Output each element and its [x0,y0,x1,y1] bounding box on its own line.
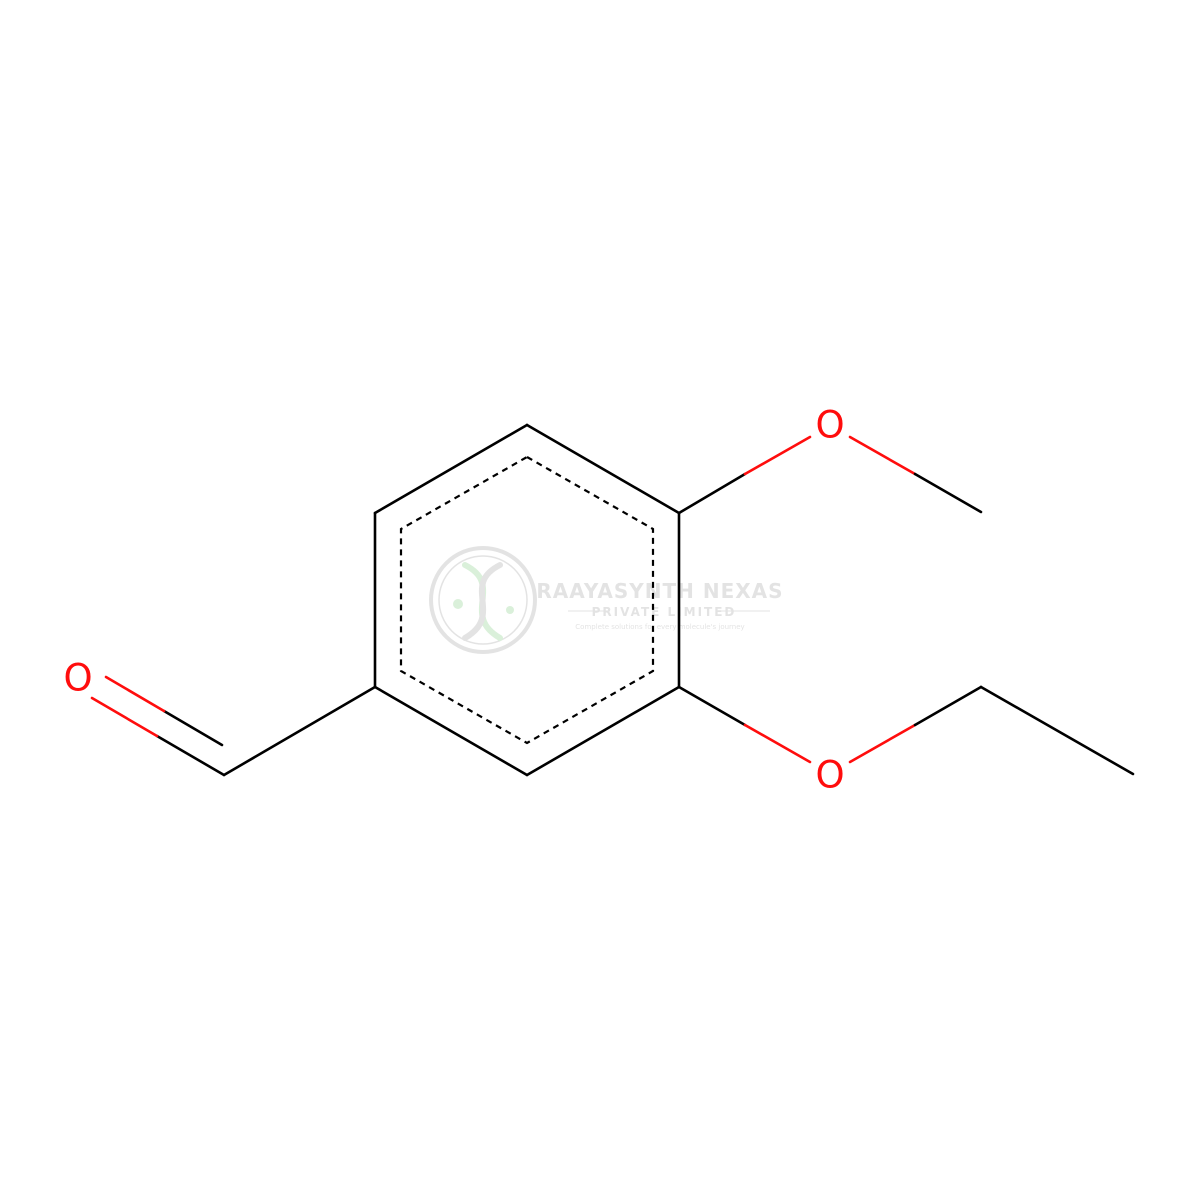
benzene-ring [373,423,681,777]
bond-carbonyl-second [162,709,224,747]
bond-carbonyl-second [104,675,166,713]
bond-ring-to-o [743,435,812,476]
bond-o-to-ch2 [913,685,983,727]
ring-bond [373,685,529,777]
watermark: RAAYASYNTH NEXAS PRIVATE LIMITED Complet… [429,546,783,654]
watermark-subtitle: PRIVATE LIMITED [592,605,737,619]
ethoxy-group: O [677,685,1135,797]
bond-ring-to-o [677,472,747,515]
watermark-tagline: Complete solutions for every molecule's … [575,623,744,631]
ring-bond [373,423,529,515]
methoxy-group: O [677,404,983,515]
oxygen-atom-label: O [815,404,844,447]
bond-ch2-to-ch3 [979,685,1135,776]
bond-ring-to-o [677,685,747,727]
bond-carbonyl [155,734,226,777]
aldehyde-group: O [63,657,377,777]
ring-bond [525,685,681,777]
dna-helix-icon [429,546,537,654]
aromatic-ring [399,455,655,745]
oxygen-atom-label: O [63,657,92,700]
watermark-title: RAAYASYNTH NEXAS [536,579,783,603]
bond-carbonyl [90,696,159,738]
bond-o-to-ch3 [913,472,983,514]
oxygen-atom-label: O [815,754,844,797]
ring-bond [525,423,681,515]
bond-o-to-ch3 [848,435,917,476]
bond-ring-to-o [743,723,812,764]
bond-o-to-ch2 [848,723,917,764]
bond-ring-to-cho [222,685,377,777]
